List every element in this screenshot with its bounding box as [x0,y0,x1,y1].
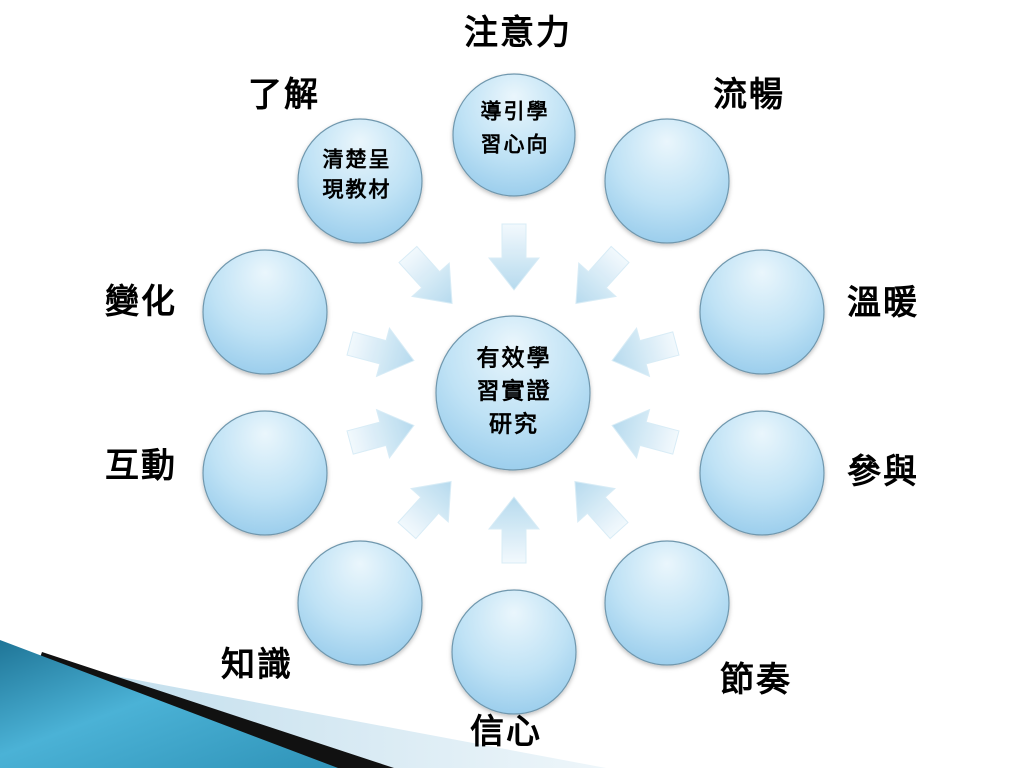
node-text-line: 導引學 [481,99,550,124]
label-fluency: 流暢 [713,75,785,115]
outer-labels: 注意力 流暢 溫暖 參與 節奏 信心 知識 互動 變化 了解 [105,13,919,752]
node-warmth [699,249,825,375]
node-circle [202,249,328,375]
node-engagement [699,410,825,536]
arrow-from-top-left [398,245,453,305]
center-text-line: 習實證 [477,378,552,405]
label-rhythm: 節奏 [720,660,792,700]
arrow-from-bottom-left [397,480,452,540]
arrow-from-top-right [575,245,630,305]
node-circle [452,73,576,197]
node-circle [604,540,730,666]
label-understanding: 了解 [248,75,320,115]
node-circle [699,410,825,536]
node-understanding: 清楚呈 現教材 [297,118,423,244]
arrow-from-right-upper [611,326,680,378]
teal-swoosh [0,640,338,768]
label-attention: 注意力 [464,13,572,53]
arrow-from-left-upper [346,326,415,378]
node-text-line: 習心向 [481,132,550,157]
label-knowledge: 知識 [221,645,293,685]
node-text-line: 現教材 [323,177,392,202]
node-knowledge [297,540,423,666]
arrow-from-top [487,223,541,291]
node-attention: 導引學 習心向 [452,73,576,197]
node-circle [202,410,328,536]
label-warmth: 溫暖 [847,283,919,323]
node-circle [699,249,825,375]
node-circle [297,118,423,244]
arrow-from-right-lower [611,408,680,460]
arrows-group [346,223,680,564]
node-rhythm [604,540,730,666]
label-variation: 變化 [105,282,177,322]
arrow-from-bottom [487,496,541,564]
center-text-line: 研究 [489,411,539,438]
center-text-line: 有效學 [477,345,552,372]
label-engagement: 參與 [847,452,919,492]
node-interaction [202,410,328,536]
arrow-from-bottom-right [574,480,629,540]
label-interaction: 互動 [105,446,177,486]
node-circle [297,540,423,666]
center-circle [435,315,591,471]
node-circle [604,118,730,244]
node-variation [202,249,328,375]
arrow-from-left-lower [346,408,415,460]
slide-corner-decoration [0,640,606,768]
center-node: 有效學 習實證 研究 [435,315,591,471]
label-confidence: 信心 [470,712,542,752]
node-text-line: 清楚呈 [323,147,392,172]
node-confidence [451,589,577,715]
node-circle [451,589,577,715]
node-fluency [604,118,730,244]
